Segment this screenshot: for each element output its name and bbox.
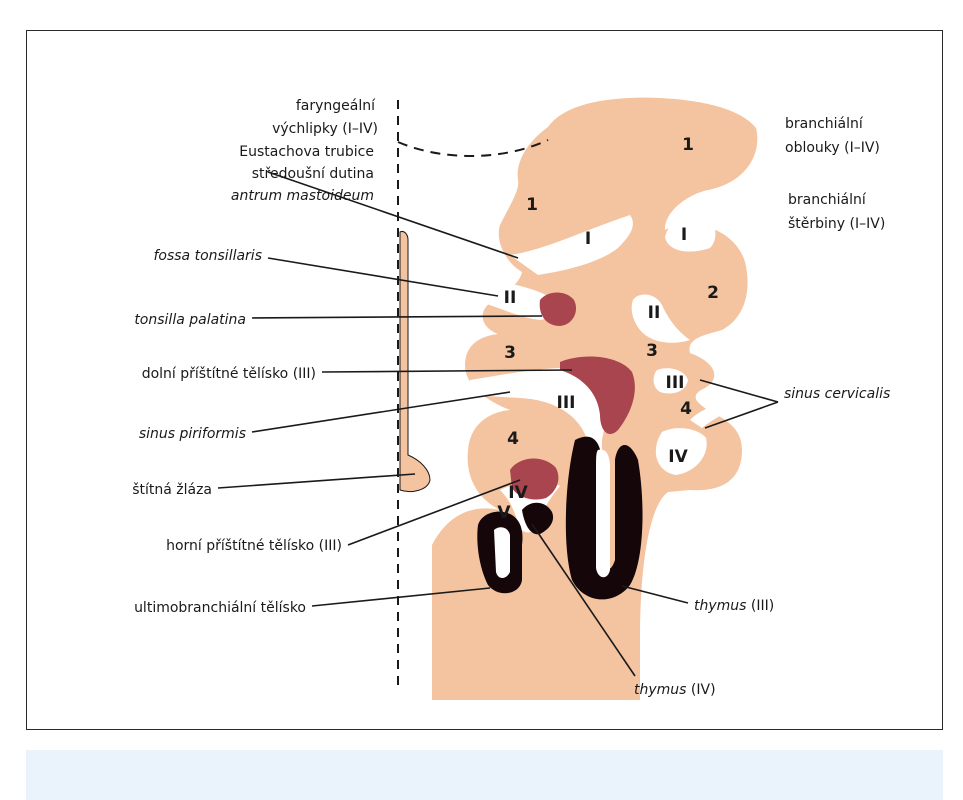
marker-arch1-left: 1 — [526, 195, 538, 215]
label-thymus4-name: thymus — [634, 682, 686, 698]
leader-thymus3 — [621, 585, 689, 604]
ultimobranchial-lumen — [494, 527, 510, 578]
label-cervicalis: sinus cervicalis — [784, 386, 890, 402]
leader-piriformis — [251, 391, 511, 433]
label-oblouky-2: oblouky (I–IV) — [785, 140, 880, 156]
pouch-boundary-dashed — [397, 139, 549, 157]
marker-pouch1: I — [585, 229, 591, 249]
marker-pouch2: II — [504, 288, 517, 308]
horni-pristitne-telisko-gland — [510, 458, 559, 500]
leader-thymus4 — [531, 523, 636, 677]
label-eustachova: Eustachova trubice — [239, 144, 374, 160]
dolni-pristitne-telisko-gland — [560, 356, 635, 435]
label-thymus3-name: thymus — [694, 598, 746, 614]
label-oblouky-1: branchiální — [785, 116, 864, 132]
marker-arch1-top: 1 — [682, 135, 694, 155]
marker-arch2: 2 — [707, 283, 719, 303]
marker-pouch5: V — [497, 503, 511, 523]
marker-arch3-left: 3 — [504, 343, 516, 363]
label-stitna: štítná žláza — [132, 482, 212, 498]
label-thymus4-suffix: (IV) — [686, 682, 715, 698]
tonsilla-palatina-gland — [539, 292, 577, 326]
cleft-1-cavity — [665, 208, 716, 252]
marker-pouch4: IV — [508, 483, 528, 503]
marker-pouch3: III — [557, 393, 576, 413]
marker-cleft2: II — [648, 303, 661, 323]
label-ultimo: ultimobranchiální tělísko — [134, 600, 306, 616]
leader-dolni — [321, 369, 573, 373]
label-sterbiny-2: štěrbiny (I–IV) — [788, 216, 885, 232]
thymus-iii-tissue — [565, 436, 643, 600]
leader-cervicalis-b — [704, 401, 779, 429]
thymus-iii-lumen — [596, 449, 610, 578]
label-stredousni: středoušní dutina — [252, 166, 374, 182]
leader-fossa — [267, 257, 499, 297]
label-thymus4: thymus (IV) — [634, 682, 716, 698]
footer-strip — [26, 750, 943, 800]
marker-cleft4: IV — [668, 447, 688, 467]
label-fossa: fossa tonsillaris — [153, 248, 262, 264]
leader-cervicalis-a — [699, 379, 779, 403]
label-dolni: dolní příštítné tělísko (III) — [142, 366, 316, 382]
stitna-zlaza-strip — [399, 231, 431, 493]
leader-stitna — [217, 473, 416, 489]
pouch-2-cavity — [470, 275, 555, 320]
label-faryngealni-1: faryngeální — [296, 98, 376, 114]
leader-eustachova — [267, 171, 519, 259]
thymus-iv-tissue — [522, 502, 554, 535]
marker-arch4-left: 4 — [507, 429, 519, 449]
leader-ultimo — [311, 587, 491, 607]
label-sterbiny-1: branchiální — [788, 192, 867, 208]
pouch-1-cavity — [510, 215, 633, 275]
cleft-3-cavity — [653, 368, 688, 394]
marker-arch3-right: 3 — [646, 341, 658, 361]
label-faryngealni-2: výchlipky (I–IV) — [272, 121, 378, 137]
leader-tonsilla — [251, 315, 543, 319]
label-antrum: antrum mastoideum — [231, 188, 374, 204]
cleft-4-cavity — [655, 428, 707, 475]
marker-arch4-right: 4 — [680, 399, 692, 419]
leader-horni — [347, 479, 521, 546]
marker-cleft1: I — [681, 225, 687, 245]
sinus-cervicalis-canal — [690, 400, 738, 428]
cleft-2-cavity — [631, 294, 690, 343]
label-horni: horní příštítné tělísko (III) — [166, 538, 342, 554]
marker-cleft3: III — [666, 373, 685, 393]
label-piriformis: sinus piriformis — [139, 426, 246, 442]
label-tonsilla: tonsilla palatina — [134, 312, 246, 328]
label-thymus3-suffix: (III) — [746, 598, 774, 614]
label-thymus3: thymus (III) — [694, 598, 774, 614]
